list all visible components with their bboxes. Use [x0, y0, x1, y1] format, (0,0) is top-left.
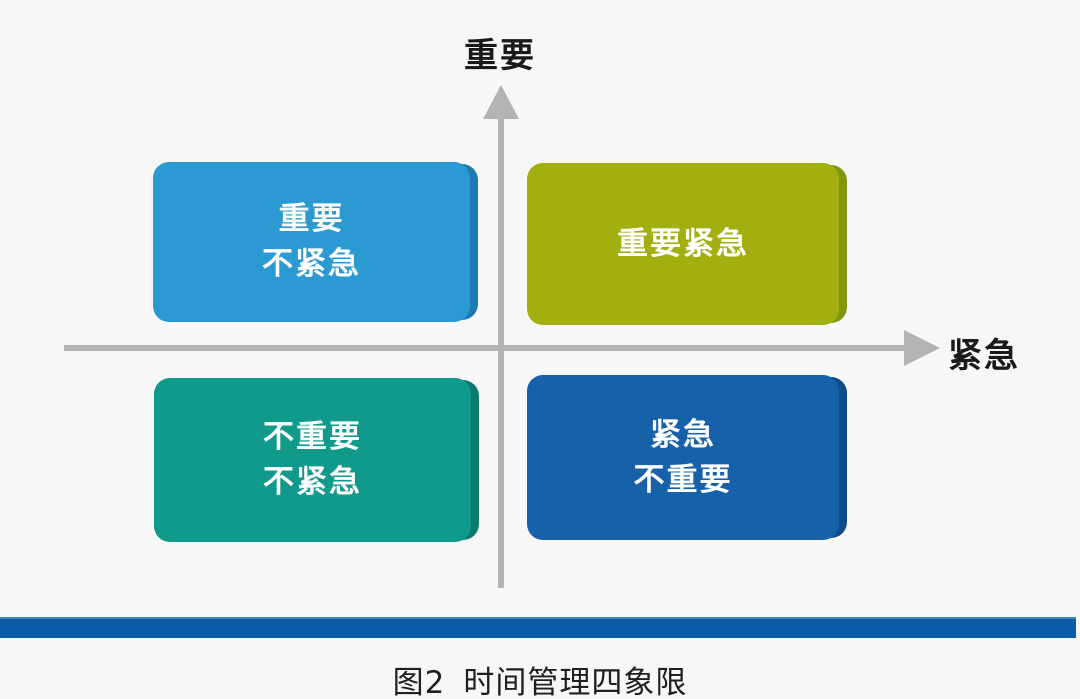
figure-number: 图2	[392, 665, 446, 699]
quadrant-bottom-right: 紧急 不重要	[527, 375, 847, 540]
quadrant-face: 重要 不紧急	[153, 162, 470, 322]
figure-caption: 图2 时间管理四象限	[0, 657, 1080, 699]
quadrant-face: 紧急 不重要	[527, 375, 839, 540]
quadrant-label: 紧急 不重要	[633, 416, 733, 498]
quadrant-face: 不重要 不紧急	[154, 378, 471, 542]
x-axis-label: 紧急	[948, 336, 1020, 376]
quadrant-face: 重要紧急	[527, 163, 839, 325]
arrow-right-icon	[904, 330, 940, 366]
y-axis-line	[498, 114, 504, 588]
quadrant-label: 重要紧急	[617, 225, 749, 262]
figure-title: 时间管理四象限	[463, 665, 688, 699]
quadrant-top-right: 重要紧急	[527, 163, 847, 325]
quadrant-bottom-left: 不重要 不紧急	[154, 378, 479, 542]
bottom-divider-bar	[0, 617, 1076, 638]
x-axis-line	[64, 345, 906, 351]
quadrant-label: 不重要 不紧急	[263, 419, 362, 500]
quadrant-label: 重要 不紧急	[262, 201, 361, 282]
quadrant-top-left: 重要 不紧急	[153, 162, 478, 322]
y-axis-label: 重要	[464, 36, 536, 76]
